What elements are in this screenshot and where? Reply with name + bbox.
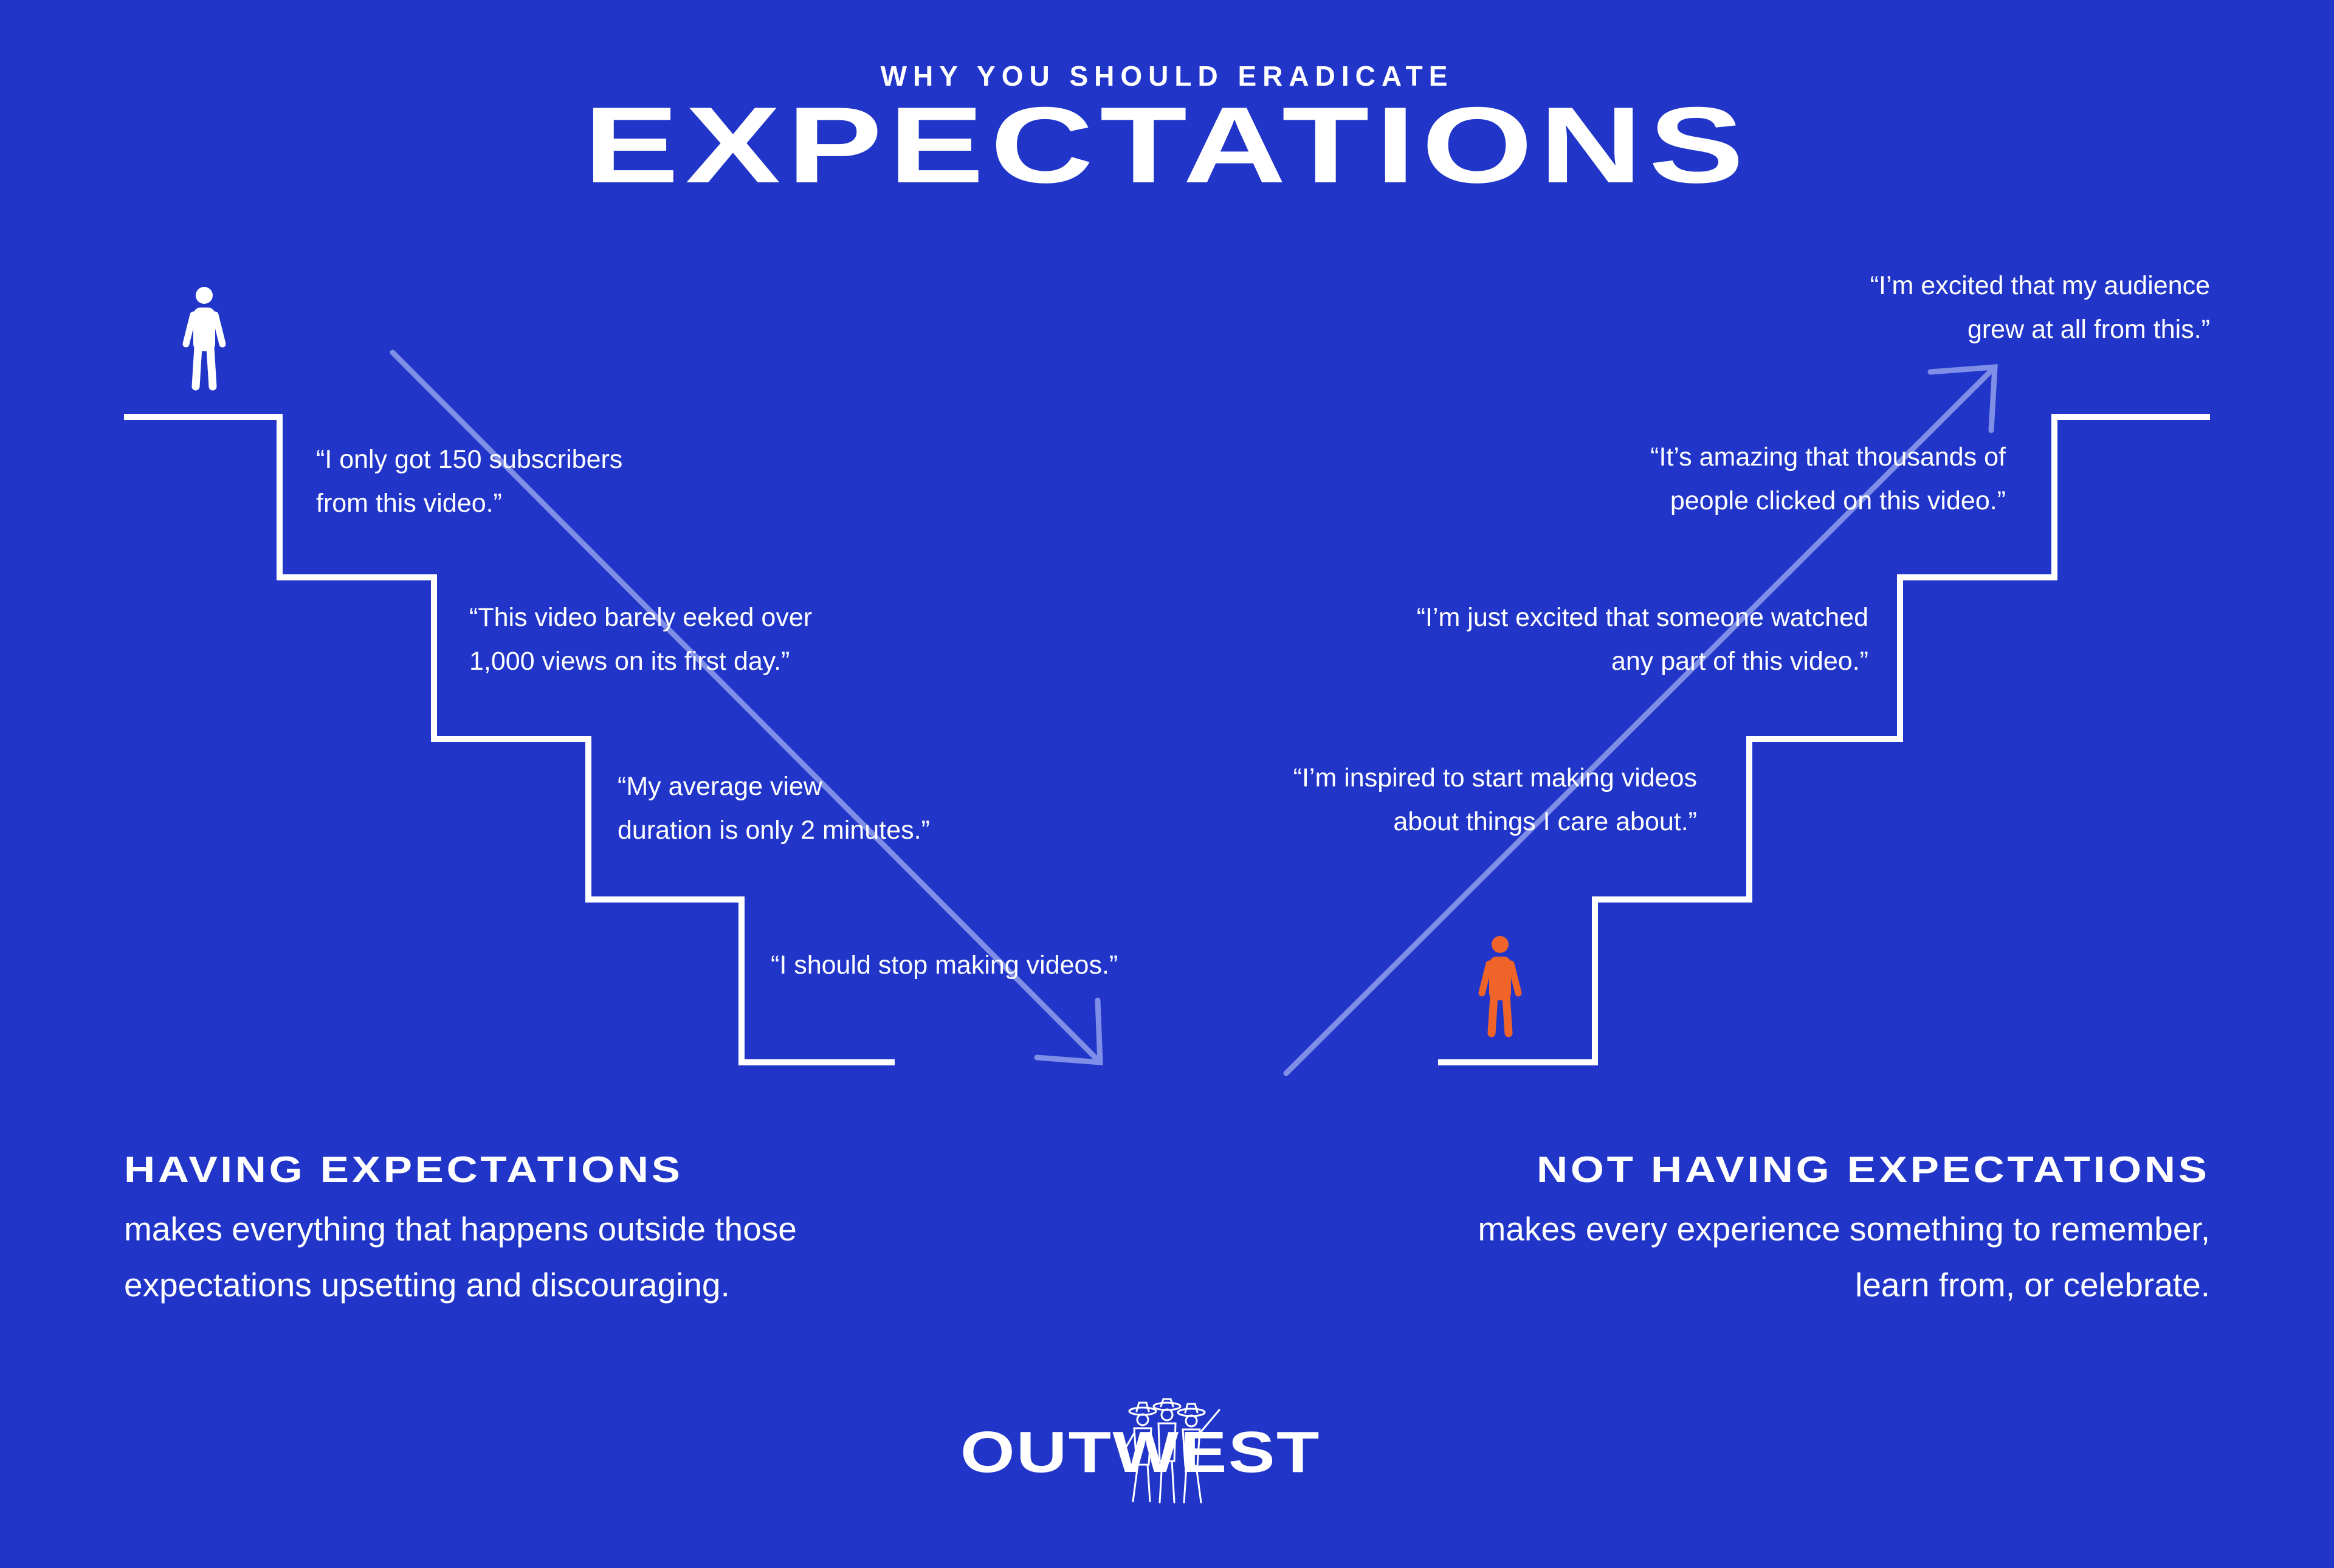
right-quote-2-line1: “It’s amazing that thousands of [1650, 442, 2006, 472]
right-quote-4: “I’m inspired to start making videos abo… [1293, 756, 1697, 844]
right-quote-1: “I’m excited that my audience grew at al… [1870, 264, 2210, 351]
right-quote-3-line1: “I’m just excited that someone watched [1416, 603, 1868, 632]
down-arrow [390, 349, 1103, 1065]
left-quote-2: “This video barely eeked over 1,000 view… [469, 596, 812, 683]
right-quote-4-line2: about things I care about.” [1393, 807, 1697, 836]
right-staircase [1438, 414, 2210, 1065]
right-quote-3-line2: any part of this video.” [1611, 647, 1868, 676]
left-quote-3: “My average view duration is only 2 minu… [618, 765, 930, 852]
left-description-line1: makes everything that happens outside th… [124, 1210, 797, 1248]
right-quote-1-line1: “I’m excited that my audience [1870, 271, 2210, 300]
person-icon-left [182, 287, 226, 391]
outwest-logo: OUTWEST [960, 1398, 1374, 1507]
left-quote-1-line1: “I only got 150 subscribers [316, 445, 623, 474]
person-icon-right [1478, 936, 1522, 1037]
left-staircase [124, 414, 895, 1065]
right-quote-2: “It’s amazing that thousands of people c… [1650, 435, 2006, 523]
page-title: EXPECTATIONS [584, 84, 1750, 205]
right-description: makes every experience something to reme… [1478, 1201, 2210, 1313]
left-quote-1-line2: from this video.” [316, 489, 502, 518]
right-quote-4-line1: “I’m inspired to start making videos [1293, 763, 1697, 793]
right-description-line1: makes every experience something to reme… [1478, 1210, 2210, 1248]
left-quote-4: “I should stop making videos.” [771, 943, 1118, 987]
right-quote-1-line2: grew at all from this.” [1967, 315, 2210, 344]
up-arrow [1283, 364, 1998, 1076]
left-description: makes everything that happens outside th… [124, 1201, 797, 1313]
left-quote-2-line2: 1,000 views on its first day.” [469, 647, 790, 676]
left-description-line2: expectations upsetting and discouraging. [124, 1266, 730, 1304]
cowboys-illustration-icon [1120, 1398, 1220, 1504]
left-heading: HAVING EXPECTATIONS [124, 1149, 683, 1190]
left-quote-1: “I only got 150 subscribers from this vi… [316, 438, 622, 525]
left-quote-3-line1: “My average view [618, 772, 822, 801]
logo-text: OUTWEST [960, 1420, 1321, 1485]
kicker-text: WHY YOU SHOULD ERADICATE [880, 60, 1454, 92]
right-quote-2-line2: people clicked on this video.” [1670, 486, 2006, 515]
right-heading: NOT HAVING EXPECTATIONS [1537, 1149, 2210, 1190]
left-quote-4-line1: “I should stop making videos.” [771, 951, 1118, 980]
left-quote-3-line2: duration is only 2 minutes.” [618, 816, 930, 845]
left-quote-2-line1: “This video barely eeked over [469, 603, 813, 632]
right-description-line2: learn from, or celebrate. [1855, 1266, 2210, 1304]
right-quote-3: “I’m just excited that someone watched a… [1417, 596, 1868, 683]
